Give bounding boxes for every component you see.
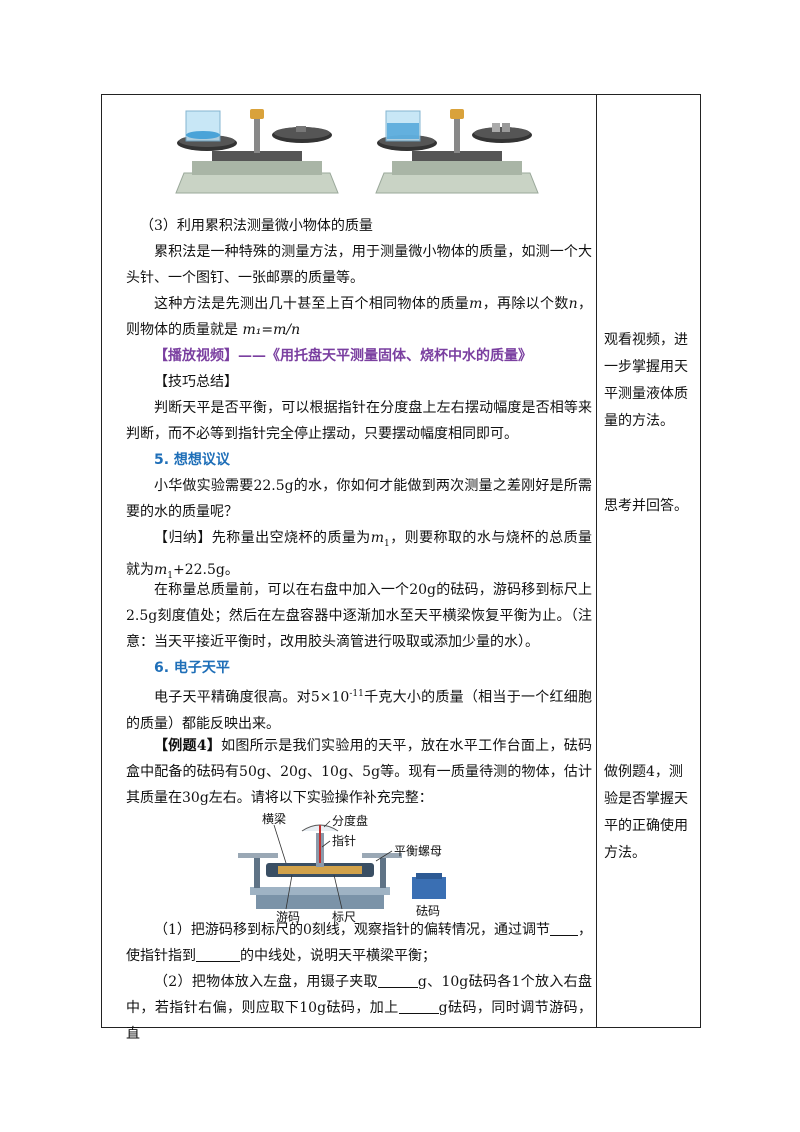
summary-paragraph: 【归纳】先称量出空烧杯的质量为m1，则要称取的水与烧杯的总质量就为m1+22.5… [126, 530, 593, 581]
example-4-text: 【例题4】如图所示是我们实验用的天平，放在水平工作台面上，砝码盒中配备的砝码有5… [126, 738, 592, 806]
electronic-balance-text: 电子天平精确度很高。对5×10-11千克大小的质量（相当于一个红细胞的质量）都能… [126, 689, 593, 732]
balance-illustration-right [375, 109, 539, 194]
tips-title: 【技巧总结】 [154, 374, 238, 390]
video-line: 【播放视频】——《用托盘天平测量固体、烧杯中水的质量》 [154, 348, 532, 364]
tips-text: 判断天平是否平衡，可以根据指针在分度盘上左右摆动幅度是否相等来判断，而不必等到指… [126, 400, 592, 442]
accum-heading: （3）利用累积法测量微小物体的质量 [140, 218, 373, 234]
accum-paragraph-2: 这种方法是先测出几十甚至上百个相同物体的质量m，再除以个数n，则物体的质量就是 … [126, 296, 593, 338]
label-weights: 砝码 [416, 903, 440, 918]
step-1: （1）把游码移到标尺的0刻线，观察指针的偏转情况，通过调节，使指针指到的中线处，… [126, 922, 592, 964]
label-scale: 标尺 [332, 910, 356, 923]
label-nut: 平衡螺母 [394, 844, 442, 858]
side-note-example: 做例题4，测验是否掌握天平的正确使用方法。 [604, 764, 688, 861]
section-5-heading: 5. 想想议议 [154, 452, 230, 468]
summary-detail: 在称量总质量前，可以在右盘中加入一个20g的砝码，游码移到标尺上2.5g刻度值处… [126, 582, 592, 650]
labeled-balance-diagram: 横梁 分度盘 指针 平衡螺母 游码 标尺 砝码 [238, 813, 446, 923]
side-column: 观看视频，进一步掌握用天平测量液体质量的方法。 思考并回答。 做例题4，测验是否… [604, 95, 696, 1027]
lesson-table: （3）利用累积法测量微小物体的质量 累积法是一种特殊的测量方法，用于测量微小物体… [101, 94, 701, 1042]
formula: m₁=m/n [242, 322, 301, 338]
side-note-video: 观看视频，进一步掌握用天平测量液体质量的方法。 [604, 332, 688, 429]
label-rider: 游码 [276, 910, 300, 923]
side-note-think: 思考并回答。 [604, 498, 688, 514]
label-pointer: 指针 [332, 833, 356, 848]
main-column: （3）利用累积法测量微小物体的质量 累积法是一种特殊的测量方法，用于测量微小物体… [126, 95, 593, 1042]
section-5-question: 小华做实验需要22.5g的水，你如何才能做到两次测量之差刚好是所需要的水的质量呢… [126, 478, 592, 520]
accum-paragraph-1: 累积法是一种特殊的测量方法，用于测量微小物体的质量，如测一个大头针、一个图钉、一… [126, 244, 592, 286]
column-divider [596, 95, 597, 1027]
label-beam: 横梁 [262, 813, 286, 826]
section-6-heading: 6. 电子天平 [154, 660, 230, 676]
balance-illustration-left [175, 109, 339, 194]
label-dial: 分度盘 [332, 813, 368, 828]
